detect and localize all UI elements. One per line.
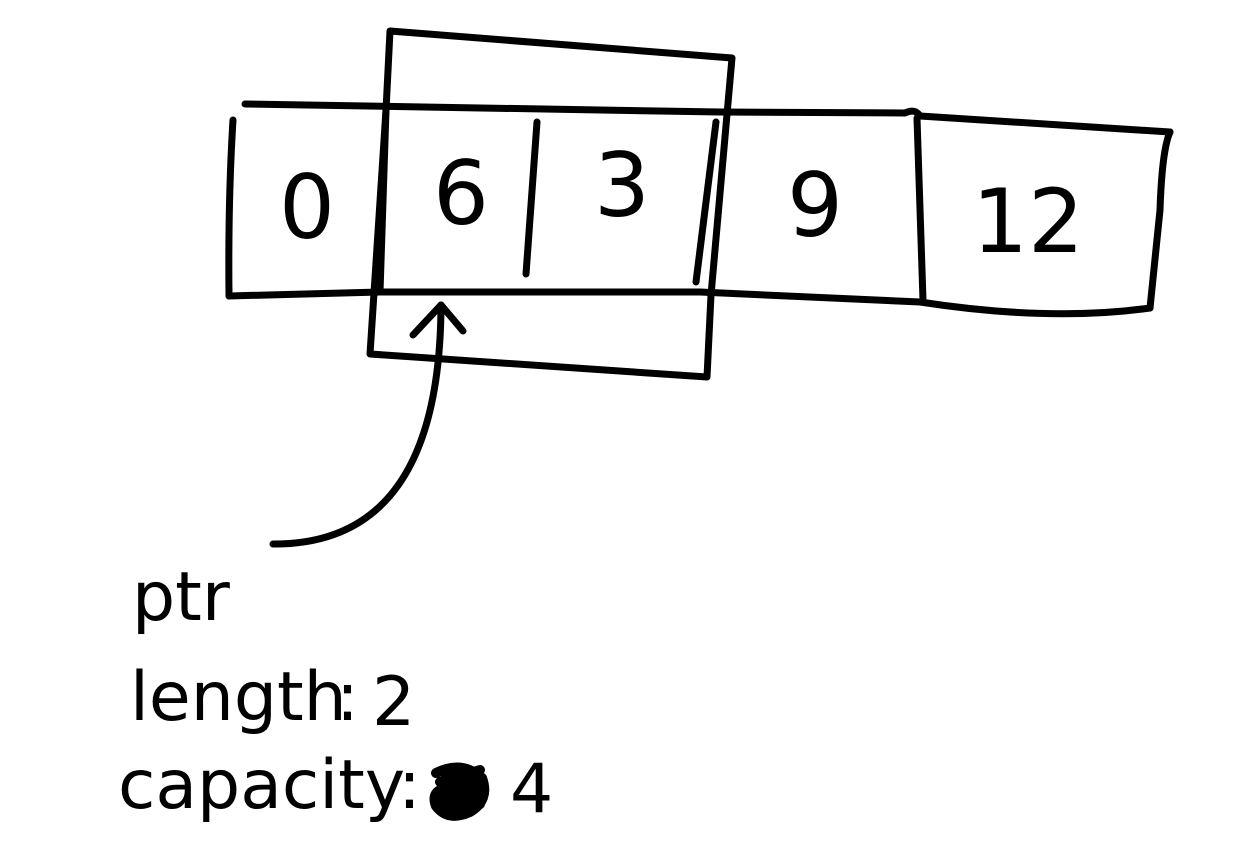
pointer-arrow [269, 301, 467, 548]
capacity-colon: : [398, 746, 421, 825]
slice-window-box [366, 27, 736, 381]
array-bottom-edge [225, 288, 1154, 318]
slice-header: ptr length : 2 capacity : 4 [118, 558, 553, 829]
array-cell-1: 6 [433, 142, 489, 245]
array-top-edge [241, 100, 1174, 136]
array-cells: 0 6 3 9 12 [279, 134, 1084, 273]
length-label: length [130, 658, 347, 737]
length-colon: : [336, 658, 359, 737]
array-cell-3: 9 [787, 154, 843, 257]
array-cell-2: 3 [594, 134, 650, 237]
array-divider-4 [913, 114, 927, 304]
ptr-label: ptr [132, 558, 230, 637]
capacity-value: 4 [510, 750, 553, 829]
pointer-arrow-head [409, 301, 467, 339]
array-divider-2 [522, 118, 541, 278]
pointer-arrow-shaft [269, 301, 445, 548]
length-value: 2 [372, 663, 415, 742]
array-left-edge [225, 116, 237, 300]
array-cell-0: 0 [279, 156, 335, 259]
scribbled-out-mark [429, 762, 490, 821]
array-cell-4: 12 [972, 170, 1084, 273]
array-right-edge [1146, 128, 1174, 312]
array-divider-3 [692, 118, 720, 286]
capacity-label: capacity [118, 746, 405, 825]
